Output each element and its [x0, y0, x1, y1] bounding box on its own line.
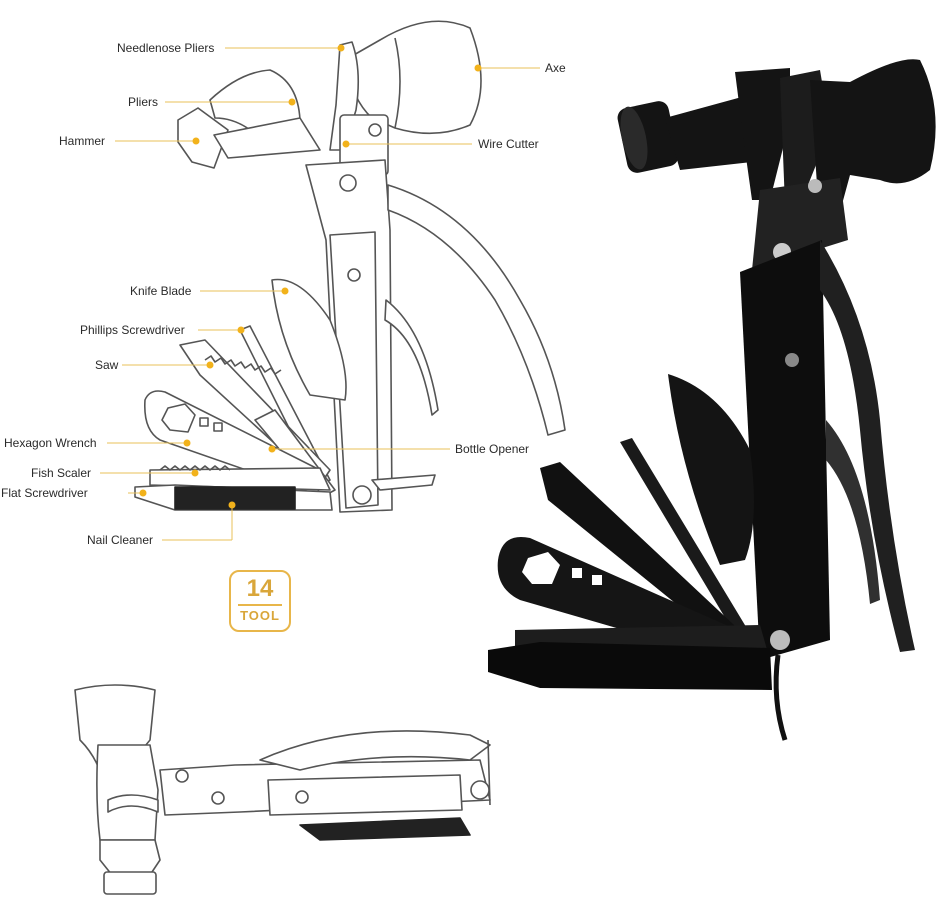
label-hammer: Hammer	[59, 134, 106, 148]
label-saw: Saw	[95, 358, 119, 372]
badge-divider	[238, 604, 282, 606]
label-phillips-screwdriver: Phillips Screwdriver	[80, 323, 185, 337]
hammer-head-outline	[177, 107, 229, 169]
saw-silhouette	[540, 462, 750, 654]
label-nail-cleaner: Nail Cleaner	[87, 533, 154, 547]
label-knife-blade: Knife Blade	[130, 284, 192, 298]
label-pliers: Pliers	[128, 95, 159, 109]
axe-silhouette	[810, 59, 936, 230]
label-flat-screwdriver: Flat Screwdriver	[1, 486, 88, 500]
badge-number: 14	[246, 575, 274, 602]
label-needlenose-pliers: Needlenose Pliers	[117, 41, 215, 55]
leader-dots	[139, 44, 482, 509]
second-handle-outline	[387, 184, 566, 436]
folded-tool-line-art	[74, 684, 491, 895]
black-multitool-photo	[488, 59, 936, 741]
knife-blade-outline	[271, 278, 347, 401]
badge-word: TOOL	[240, 608, 280, 623]
nail-cleaner-file	[174, 486, 296, 510]
label-wire-cutter: Wire Cutter	[478, 137, 539, 151]
label-fish-scaler: Fish Scaler	[31, 466, 92, 480]
label-axe: Axe	[545, 61, 566, 75]
label-hexagon-wrench: Hexagon Wrench	[4, 436, 97, 450]
label-bottle-opener: Bottle Opener	[455, 442, 530, 456]
file-silhouette	[488, 642, 772, 690]
line-art-tool	[134, 20, 566, 513]
tool-count-badge: 14 TOOL	[229, 570, 291, 632]
main-handle-silhouette	[740, 240, 830, 660]
axe-head-outline	[344, 20, 482, 135]
knife-blade-silhouette	[668, 374, 754, 565]
